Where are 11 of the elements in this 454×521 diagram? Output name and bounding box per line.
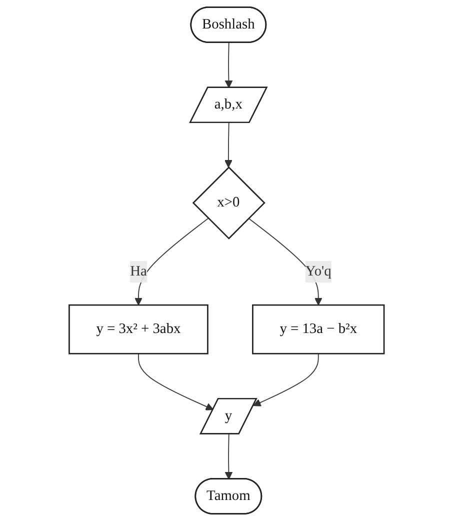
arrow [224, 122, 233, 168]
arrow [225, 434, 234, 480]
node-box: y = 3x² + 3abx [68, 304, 209, 354]
edge-label: Yo'q [306, 264, 332, 279]
arrow [138, 353, 214, 410]
arrow [134, 218, 210, 306]
edge-label: Ha [130, 264, 148, 279]
arrow [225, 42, 234, 88]
node-diamond: x>0 [192, 166, 266, 240]
arrow [253, 353, 320, 406]
node-box: y = 13a − b²x [252, 304, 386, 354]
